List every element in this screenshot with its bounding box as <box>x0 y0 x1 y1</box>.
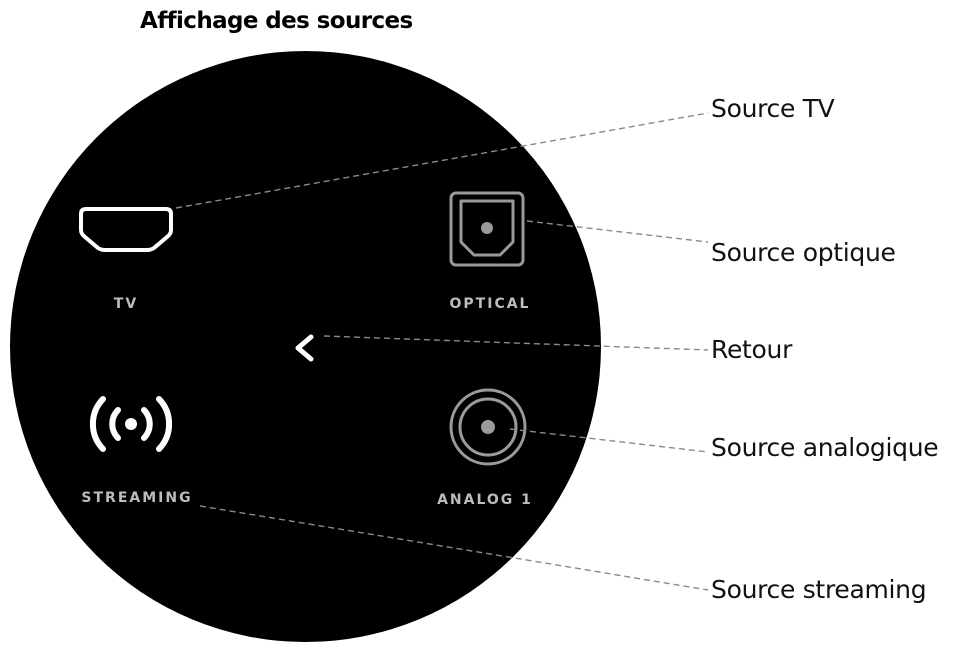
source-label-tv[interactable]: TV <box>113 296 139 312</box>
callout-streaming: Source streaming <box>711 575 927 604</box>
page-title: Affichage des sources <box>140 8 413 34</box>
analog-port-icon[interactable] <box>447 386 529 468</box>
callout-tv: Source TV <box>711 94 835 123</box>
source-label-optical[interactable]: OPTICAL <box>449 296 531 312</box>
chevron-left-icon[interactable] <box>292 333 316 363</box>
optical-port-icon[interactable] <box>448 190 526 268</box>
wireless-streaming-icon[interactable] <box>83 394 179 454</box>
source-label-streaming[interactable]: STREAMING <box>81 490 193 506</box>
callout-back: Retour <box>711 335 793 364</box>
callout-optical: Source optique <box>711 238 896 267</box>
source-label-analog[interactable]: ANALOG 1 <box>437 492 533 508</box>
callout-analog: Source analogique <box>711 433 939 462</box>
hdmi-port-icon[interactable] <box>78 206 174 252</box>
